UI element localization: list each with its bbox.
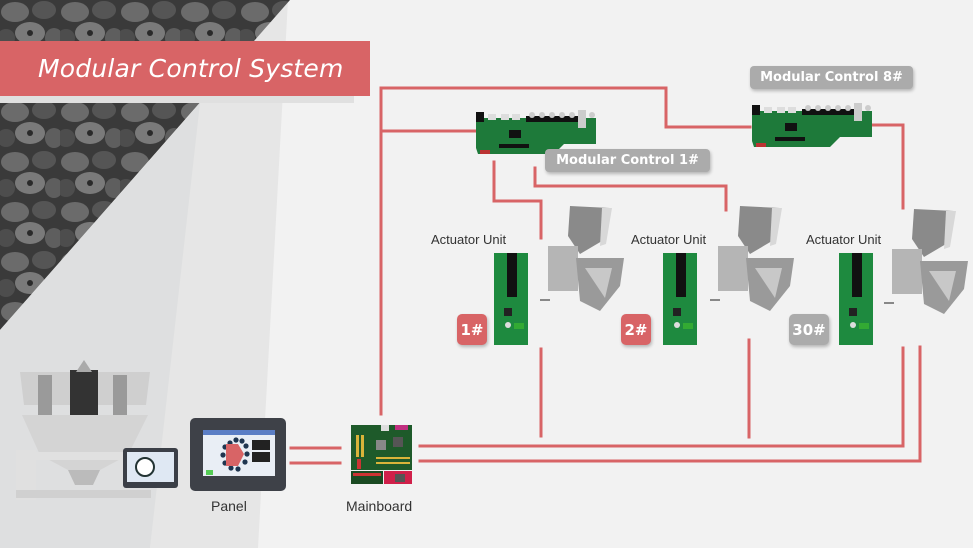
wire-mc1-to-actuator-1 — [492, 160, 543, 240]
multihead-weigher-icon — [16, 360, 178, 500]
modular-control-8-label: Modular Control 8# — [750, 66, 913, 89]
control-board-icon — [752, 103, 872, 147]
wire-bus-lower — [418, 345, 922, 463]
wire-mainboard-trunk — [379, 86, 752, 416]
actuator-badge-1: 1# — [457, 314, 487, 345]
mainboard-label: Mainboard — [346, 498, 413, 514]
wire-bus-upper — [418, 346, 905, 448]
actuator-board-icon — [494, 253, 528, 345]
title-banner: Modular Control System — [0, 41, 370, 96]
title-shadow — [0, 93, 354, 103]
light-ray-shape — [150, 0, 288, 548]
actuator-badge-30: 30# — [789, 314, 829, 345]
actuator-unit-1-label: Actuator Unit — [431, 232, 507, 247]
page-title: Modular Control System — [38, 54, 344, 83]
actuator-board-icon — [839, 253, 873, 345]
actuator-unit-30-label: Actuator Unit — [806, 232, 882, 247]
panel-label: Panel — [211, 498, 247, 514]
actuator-badge-2: 2# — [621, 314, 651, 345]
actuator-board-icon — [663, 253, 697, 345]
motherboard-icon[interactable] — [351, 425, 412, 484]
weigh-hopper-icon — [540, 206, 624, 311]
actuator-unit-2-label: Actuator Unit — [631, 232, 707, 247]
control-board-icon — [476, 110, 596, 154]
touch-panel-icon[interactable] — [190, 418, 286, 491]
weigh-hopper-icon — [884, 209, 968, 314]
modular-control-1-label: Modular Control 1# — [545, 149, 710, 172]
wire-mc1-to-actuator-2 — [533, 166, 728, 212]
weigh-hopper-icon — [710, 206, 794, 311]
wire-mc8-to-actuator-30 — [871, 123, 905, 210]
